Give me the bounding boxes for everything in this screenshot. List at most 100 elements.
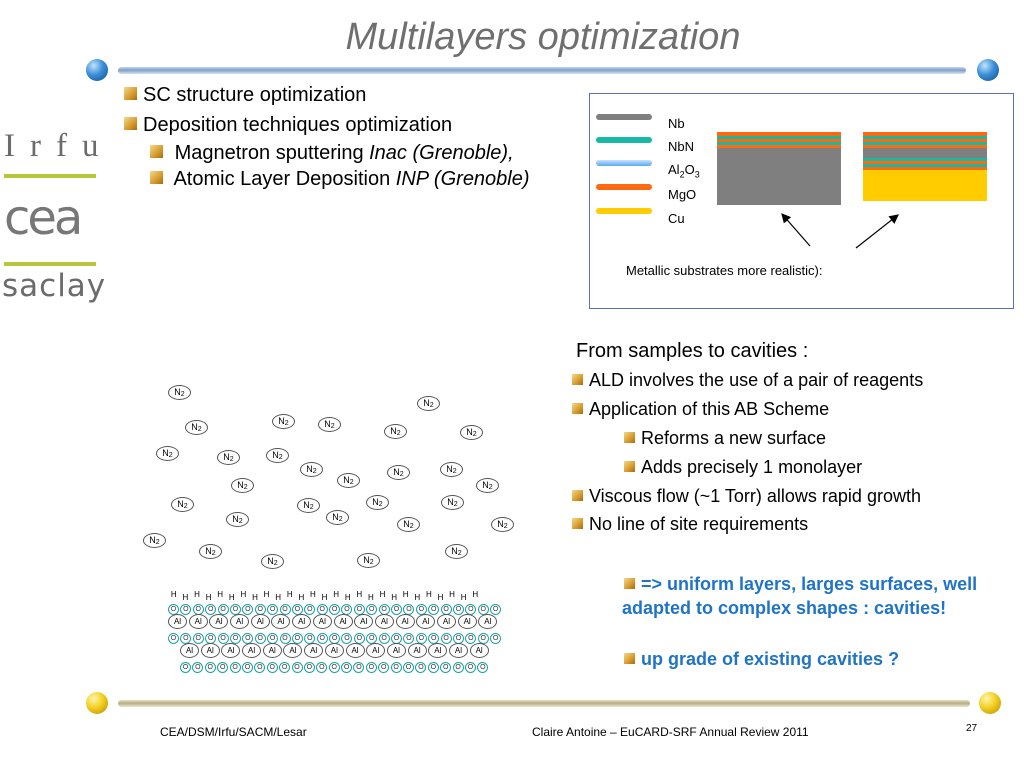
aluminium-atom: Al [366,643,386,658]
n2-molecule: N2 [397,517,420,532]
aluminium-atom: Al [345,643,365,658]
hydrogen-atom: H [263,590,270,599]
bullet-icon [624,653,635,664]
top-bullet-list: SC structure optimization Deposition tec… [124,84,530,191]
n2-molecule: N2 [217,450,240,465]
hydrogen-atom: H [286,590,293,599]
aluminium-atom: Al [428,643,448,658]
aluminium-atom: Al [188,614,208,629]
aluminium-atom: Al [333,614,353,629]
oxygen-atom: O [279,633,291,644]
oxygen-atom: O [452,662,464,673]
n2-molecule: N2 [156,446,179,461]
oxygen-atom: O [205,604,217,615]
oxygen-atom: O [304,604,316,615]
right-blue-ball [977,59,999,81]
left-gold-ball [86,692,108,714]
bullet-item: Viscous flow (~1 Torr) allows rapid grow… [572,486,1012,514]
oxygen-atom: O [291,662,303,673]
aluminium-atom: Al [230,614,250,629]
n2-molecule: N2 [476,478,499,493]
hydrogen-atom: H [379,590,386,599]
aluminium-atom: Al [448,643,468,658]
n2-molecule: N2 [491,517,514,532]
sub-bullet-item: Magnetron sputtering Inac (Grenoble), [124,142,530,168]
aluminium-atom: Al [386,643,406,658]
legend-label-al2o3: Al2O3 [668,162,700,180]
hydrogen-atom: H [449,590,455,599]
oxygen-atom: O [204,662,216,673]
oxygen-atom: O [440,662,452,673]
saclay-logo: saclay [2,268,107,304]
n2-molecule: N2 [326,510,349,525]
aluminium-atom: Al [354,614,374,629]
oxygen-atom: O [490,604,502,615]
n2-molecule: N2 [226,512,249,527]
oxygen-atom: O [254,633,266,644]
nb-substrate-stack [717,132,841,205]
oxygen-atom: O [452,604,464,615]
n2-molecule: N2 [445,544,468,559]
n2-molecule: N2 [417,396,440,411]
bullet-icon [124,117,137,130]
logo-divider [4,262,96,266]
aluminium-atom: Al [395,614,415,629]
hydrogen-atom: H [228,593,235,602]
oxygen-atom: O [391,604,403,615]
legend-label-nb: Nb [668,116,685,131]
bullet-icon [150,171,163,184]
left-blue-ball [86,59,108,81]
hydrogen-atom: H [275,593,282,602]
oxygen-atom: O [303,662,315,673]
oxygen-atom: O [378,633,390,644]
oxygen-atom: O [217,662,229,673]
oxygen-atom: O [353,662,365,673]
aluminium-atom: Al [374,614,394,629]
oxygen-atom: O [217,633,229,644]
bullet-icon [624,461,635,472]
n2-molecule: N2 [185,420,208,435]
footer-affiliation: CEA/DSM/Irfu/SACM/Lesar [160,725,307,739]
hydrogen-atom: H [217,590,224,599]
aluminium-atom: Al [407,643,427,658]
n2-molecule: N2 [199,544,222,559]
bullet-icon [572,518,583,529]
oxygen-atom: O [180,604,192,615]
oxygen-atom: O [464,662,476,673]
hydrogen-atom: H [182,593,189,602]
n2-molecule: N2 [272,414,295,429]
aluminium-atom: Al [221,643,241,658]
oxygen-atom: O [279,662,291,673]
oxygen-atom: O [390,662,402,673]
aluminium-atom: Al [292,614,312,629]
oxygen-atom: O [241,662,253,673]
nb-swatch [596,114,652,120]
bullet-icon [150,145,163,158]
oxygen-atom: O [341,662,353,673]
aluminium-atom: Al [457,614,477,629]
oxygen-atom: O [427,662,439,673]
nbn-swatch [596,137,652,143]
oxygen-atom: O [180,662,191,673]
aluminium-atom: Al [324,643,344,658]
oxygen-atom: O [168,633,179,644]
hydrogen-atom: H [240,590,247,599]
conclusion-upgrade: up grade of existing cavities ? [624,649,899,670]
aluminium-atom: Al [250,614,270,629]
oxygen-atom: O [378,662,390,673]
conclusion-uniform-layers: => uniform layers, larges surfaces, well… [622,574,978,618]
n2-molecule: N2 [143,533,166,548]
sub-bullet-item: Adds precisely 1 monolayer [572,457,1012,486]
n2-molecule: N2 [440,462,463,477]
n2-molecule: N2 [231,478,254,493]
hydrogen-atom: H [414,593,421,602]
oxygen-atom: O [341,633,353,644]
legend-label-cu: Cu [668,211,685,226]
n2-molecule: N2 [337,473,360,488]
hydrogen-atom: H [437,593,444,602]
bullet-item: ALD involves the use of a pair of reagen… [572,370,1012,399]
